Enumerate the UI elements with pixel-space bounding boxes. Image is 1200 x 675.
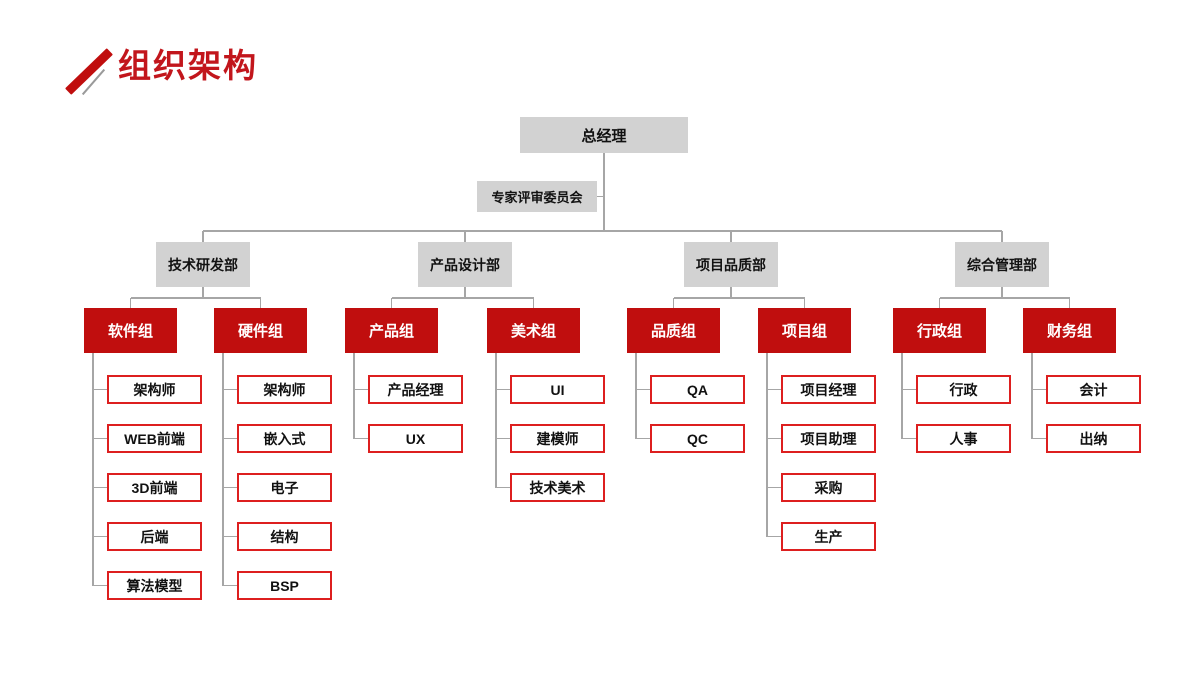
connector-line bbox=[464, 231, 466, 242]
node-dept: 产品设计部 bbox=[418, 242, 512, 287]
connector-line bbox=[939, 297, 1070, 299]
connector-line bbox=[603, 153, 605, 231]
node-member: 产品经理 bbox=[368, 375, 463, 404]
connector-line bbox=[92, 353, 94, 586]
connector-line bbox=[635, 353, 637, 439]
connector-line bbox=[901, 353, 903, 439]
node-member: 会计 bbox=[1046, 375, 1141, 404]
node-member: 人事 bbox=[916, 424, 1011, 453]
node-group: 产品组 bbox=[345, 308, 438, 353]
node-member: 架构师 bbox=[107, 375, 202, 404]
connector-line bbox=[730, 231, 732, 242]
connector-line bbox=[93, 535, 107, 538]
node-member: 项目助理 bbox=[781, 424, 876, 453]
connector-line bbox=[767, 437, 781, 440]
node-committee: 专家评审委员会 bbox=[477, 181, 597, 212]
connector-line bbox=[222, 353, 224, 586]
connector-line bbox=[93, 584, 107, 587]
connector-line bbox=[495, 353, 497, 488]
connector-line bbox=[496, 486, 510, 489]
connector-line bbox=[1068, 298, 1071, 308]
node-member: 生产 bbox=[781, 522, 876, 551]
connector-line bbox=[938, 298, 941, 308]
node-dept: 综合管理部 bbox=[955, 242, 1049, 287]
node-member: 电子 bbox=[237, 473, 332, 502]
node-member: 架构师 bbox=[237, 375, 332, 404]
connector-line bbox=[93, 486, 107, 489]
connector-line bbox=[354, 437, 368, 440]
node-group: 硬件组 bbox=[214, 308, 307, 353]
connector-line bbox=[223, 584, 237, 587]
connector-line bbox=[532, 298, 535, 308]
node-group: 软件组 bbox=[84, 308, 177, 353]
node-member: 行政 bbox=[916, 375, 1011, 404]
node-member: UI bbox=[510, 375, 605, 404]
connector-line bbox=[390, 298, 393, 308]
node-member: 嵌入式 bbox=[237, 424, 332, 453]
connector-line bbox=[464, 287, 466, 298]
connector-line bbox=[353, 353, 355, 439]
node-member: 算法模型 bbox=[107, 571, 202, 600]
node-member: QC bbox=[650, 424, 745, 453]
node-member: 后端 bbox=[107, 522, 202, 551]
connector-line bbox=[223, 437, 237, 440]
node-member: 项目经理 bbox=[781, 375, 876, 404]
connector-line bbox=[803, 298, 806, 308]
connector-line bbox=[93, 437, 107, 440]
connector-line bbox=[223, 388, 237, 391]
connector-line bbox=[93, 388, 107, 391]
node-member: 技术美术 bbox=[510, 473, 605, 502]
node-member: WEB前端 bbox=[107, 424, 202, 453]
node-root: 总经理 bbox=[520, 117, 688, 153]
connector-line bbox=[202, 287, 204, 298]
connector-line bbox=[496, 388, 510, 391]
connector-line bbox=[259, 298, 262, 308]
connector-line bbox=[354, 388, 368, 391]
connector-line bbox=[767, 486, 781, 489]
page-title: 组织架构 bbox=[118, 47, 258, 84]
node-dept: 技术研发部 bbox=[156, 242, 250, 287]
connector-line bbox=[129, 298, 132, 308]
node-member: 建模师 bbox=[510, 424, 605, 453]
node-member: BSP bbox=[237, 571, 332, 600]
node-group: 财务组 bbox=[1023, 308, 1116, 353]
node-member: 出纳 bbox=[1046, 424, 1141, 453]
node-group: 行政组 bbox=[893, 308, 986, 353]
connector-line bbox=[902, 437, 916, 440]
connector-line bbox=[391, 297, 534, 299]
connector-line bbox=[1032, 388, 1046, 391]
node-member: 结构 bbox=[237, 522, 332, 551]
node-member: 3D前端 bbox=[107, 473, 202, 502]
connector-line bbox=[902, 388, 916, 391]
connector-line bbox=[203, 230, 1002, 232]
node-group: 美术组 bbox=[487, 308, 580, 353]
connector-line bbox=[636, 388, 650, 391]
node-member: QA bbox=[650, 375, 745, 404]
connector-line bbox=[496, 437, 510, 440]
connector-line bbox=[1032, 437, 1046, 440]
connector-line bbox=[597, 195, 604, 198]
connector-line bbox=[636, 437, 650, 440]
connector-line bbox=[223, 535, 237, 538]
connector-line bbox=[1001, 231, 1003, 242]
connector-line bbox=[767, 388, 781, 391]
connector-line bbox=[202, 231, 204, 242]
connector-line bbox=[673, 297, 805, 299]
connector-line bbox=[672, 298, 675, 308]
connector-line bbox=[130, 297, 261, 299]
connector-line bbox=[223, 486, 237, 489]
node-group: 品质组 bbox=[627, 308, 720, 353]
node-group: 项目组 bbox=[758, 308, 851, 353]
node-member: 采购 bbox=[781, 473, 876, 502]
connector-line bbox=[767, 535, 781, 538]
connector-line bbox=[1031, 353, 1033, 439]
node-dept: 项目品质部 bbox=[684, 242, 778, 287]
connector-line bbox=[766, 353, 768, 537]
connector-line bbox=[730, 287, 732, 298]
node-member: UX bbox=[368, 424, 463, 453]
connector-line bbox=[1001, 287, 1003, 298]
